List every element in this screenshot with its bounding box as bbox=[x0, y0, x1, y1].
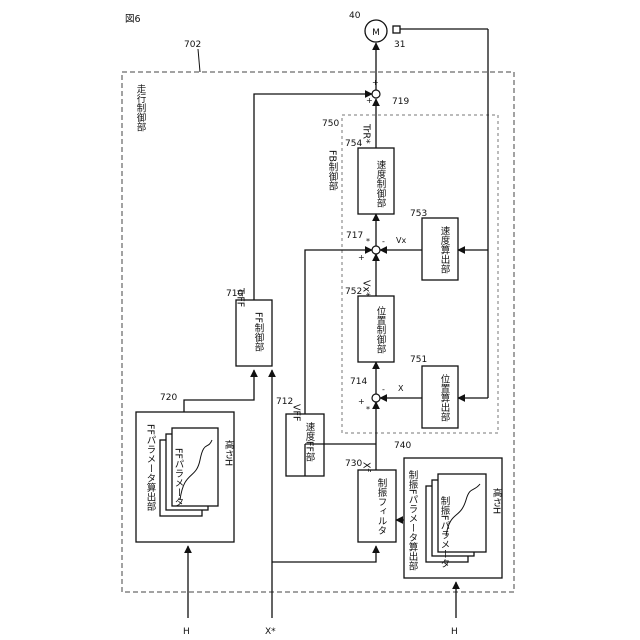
vibration-param-number: 740 bbox=[394, 441, 411, 451]
vibration-param-axis-label: 高さH bbox=[491, 487, 503, 514]
figure-label: 図6 bbox=[125, 14, 141, 25]
ff-param-card-label: FFパラメータ bbox=[173, 448, 185, 506]
encoder-box bbox=[393, 26, 400, 33]
sum-714-star: * bbox=[366, 405, 370, 414]
vibration-param-label: 制振Fパラメータ算出部 bbox=[407, 469, 419, 571]
sum-714-plus: + bbox=[358, 397, 365, 406]
sum-714-minus: - bbox=[382, 385, 385, 394]
x-signal: X bbox=[398, 384, 404, 393]
position-calc-number: 751 bbox=[410, 355, 427, 365]
h-right-input: H bbox=[451, 627, 458, 637]
motor-number: 40 bbox=[349, 11, 361, 21]
speed-calc-label: 速度算出部 bbox=[439, 226, 451, 274]
sum-717-number: 717 bbox=[346, 231, 363, 241]
sum-719-number: 719 bbox=[392, 97, 409, 107]
xf-signal: Xf bbox=[361, 462, 372, 473]
vibration-filter-label: 制振フィルタ bbox=[376, 477, 388, 535]
vx-signal: Vx bbox=[396, 236, 406, 245]
vff-signal: VFF bbox=[291, 404, 302, 421]
fb-number: 750 bbox=[322, 119, 339, 129]
controller-number: 702 bbox=[184, 40, 201, 50]
sum-717-plus: + bbox=[358, 253, 365, 262]
x-star-input: X* bbox=[265, 627, 276, 637]
sum-717 bbox=[372, 246, 380, 254]
controller-leader bbox=[198, 49, 200, 72]
h-left-input: H bbox=[183, 627, 190, 637]
speed-control-label: 速度制御部 bbox=[375, 160, 387, 208]
controller-name: 走行制御部 bbox=[135, 84, 147, 132]
position-control-label: 位置制御部 bbox=[375, 305, 387, 354]
vx-star-signal: Vx* bbox=[361, 280, 372, 297]
sum-719-plus-top: + bbox=[372, 78, 379, 87]
speed-calc-number: 753 bbox=[410, 209, 427, 219]
sum-717-minus: - bbox=[382, 237, 385, 246]
encoder-number: 31 bbox=[394, 40, 405, 50]
fb-name: FB制御部 bbox=[327, 150, 339, 191]
vibration-param-card-label: 制振Fパラメータ bbox=[439, 495, 451, 568]
sum-719-plus-side: + bbox=[366, 96, 373, 105]
ff-param-number: 720 bbox=[160, 393, 177, 403]
trr-signal: TrR* bbox=[361, 123, 372, 144]
ff-param-label: FFパラメータ算出部 bbox=[145, 424, 157, 512]
ff-param-axis-label: 高さH bbox=[223, 439, 235, 466]
sum-714 bbox=[372, 394, 380, 402]
motor-symbol: M bbox=[372, 28, 380, 38]
position-calc-label: 位置算出部 bbox=[439, 373, 451, 422]
trff-signal: TrFF bbox=[235, 287, 246, 307]
sum-717-star: * bbox=[366, 237, 370, 246]
ff-control-label: FF制御部 bbox=[253, 312, 265, 352]
sum-719 bbox=[372, 90, 380, 98]
sum-714-number: 714 bbox=[350, 377, 367, 387]
